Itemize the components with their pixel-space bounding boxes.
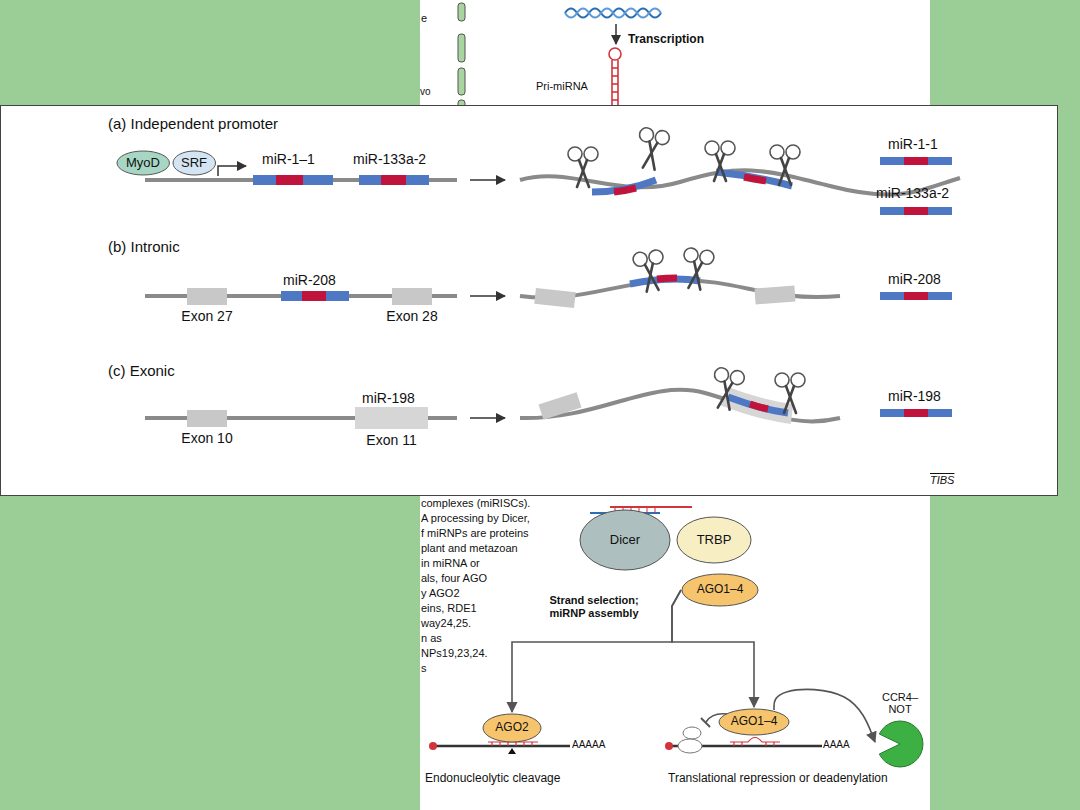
text-label: (c) Exonic: [108, 362, 175, 379]
node-outline: [187, 410, 227, 427]
step-arrows: [470, 180, 505, 418]
text-label: miR-133a-2: [353, 151, 426, 167]
ellipse-outline: [483, 714, 541, 742]
text-label: vo: [420, 86, 431, 98]
text-label: TIBS: [930, 474, 954, 487]
text-label: s: [421, 662, 427, 675]
side-bars: [458, 3, 465, 110]
text-label: f miRNPs are proteins: [421, 527, 529, 540]
node-label: SRF: [181, 156, 207, 171]
gene-lines: [145, 170, 960, 421]
text-label: complexes (miRISCs).: [421, 497, 530, 510]
text-label: (a) Independent promoter: [108, 115, 278, 132]
node-label: TRBP: [697, 533, 732, 548]
front-panel: [1, 106, 1058, 496]
mrna-cleavage: [429, 742, 570, 754]
protein-ellipse: SRF: [172, 150, 217, 176]
pathway-arrow: [774, 689, 875, 742]
text-label: miR-1–1: [262, 151, 315, 167]
text-label: miR-198: [888, 388, 941, 404]
text-label: eins, RDE1: [421, 602, 477, 615]
node-outline: [355, 407, 428, 429]
exon-box: Exon 10: [187, 410, 227, 427]
text-label: Translational repression or deadenylatio…: [668, 772, 888, 786]
rect-outline: [355, 407, 428, 429]
scissors: [568, 127, 805, 413]
text-label: Endonucleolytic cleavage: [425, 772, 560, 786]
exon-box: Exon 11: [355, 407, 428, 429]
ellipse-outline: [677, 517, 751, 563]
protein-ellipse: MyoD: [116, 150, 170, 176]
text-label: Strand selection; miRNP assembly: [542, 594, 646, 619]
node-label: Dicer: [610, 533, 640, 548]
text-label: Pri-miRNA: [536, 80, 588, 93]
protein-ellipse: Dicer: [579, 509, 671, 571]
text-label: n as: [421, 632, 442, 645]
text-label: (b) Intronic: [108, 238, 180, 255]
text-label: plant and metazoan: [421, 542, 518, 555]
node-outline: [876, 720, 924, 768]
text-label: miR-1-1: [888, 136, 938, 152]
hairpin: [609, 48, 621, 110]
rect-outline: [187, 410, 227, 427]
text-label: AAAAA: [572, 739, 605, 751]
node-label: Exon 27: [181, 308, 232, 324]
promoter-arrow: [218, 166, 246, 176]
node-label: Exon 28: [386, 308, 437, 324]
text-label: y AGO2: [421, 587, 460, 600]
processed-segments: [534, 172, 795, 420]
text-label: AAAA: [823, 739, 850, 751]
deadenylase-shape: CCR4–NOT: [876, 720, 924, 768]
node-outline: [392, 288, 432, 305]
ellipse-outline: [173, 151, 216, 175]
dna-helix: [565, 9, 661, 18]
node-label: AGO1–4: [697, 583, 744, 597]
node-outline: [187, 288, 227, 305]
pathway-arrow: [672, 590, 754, 707]
pre-mirna-bars: [253, 175, 429, 301]
node-label: CCR4–NOT: [880, 691, 920, 716]
text-label: miR-198: [362, 390, 415, 406]
exon-box: Exon 27: [187, 288, 227, 305]
text-label: A processing by Dicer,: [421, 512, 530, 525]
pacman-outline: [879, 721, 923, 767]
pathway-arrow: [512, 590, 681, 712]
dna-helix: [565, 9, 661, 18]
text-label: NPs19,23,24.: [421, 647, 488, 660]
text-label: Transcription: [628, 33, 704, 47]
ellipse-outline: [580, 510, 670, 570]
node-label: MyoD: [126, 156, 160, 171]
protein-ellipse: AGO1–4: [718, 708, 790, 736]
ellipse-outline: [117, 151, 169, 175]
protein-ellipse: AGO2: [482, 713, 542, 743]
text-label: miR-133a-2: [876, 185, 949, 201]
node-label: AGO2: [495, 721, 528, 735]
protein-ellipse: TRBP: [676, 516, 752, 564]
ellipse-outline: [682, 574, 758, 606]
node-label: Exon 10: [181, 430, 232, 446]
text-label: miR-208: [888, 271, 941, 287]
text-label: als, four AGO: [421, 572, 487, 585]
node-label: AGO1–4: [731, 715, 778, 729]
ellipse-outline: [719, 709, 789, 735]
text-label: miR-208: [283, 272, 336, 288]
text-label: way24,25.: [421, 617, 471, 630]
text-label: e: [421, 12, 427, 25]
transcription-arrow: [615, 24, 617, 44]
node-label: Exon 11: [366, 432, 416, 448]
protein-ellipse: AGO1–4: [681, 573, 759, 607]
rect-outline: [187, 288, 227, 305]
exon-box: Exon 28: [392, 288, 432, 305]
text-label: in miRNA or: [421, 557, 480, 570]
rect-outline: [392, 288, 432, 305]
